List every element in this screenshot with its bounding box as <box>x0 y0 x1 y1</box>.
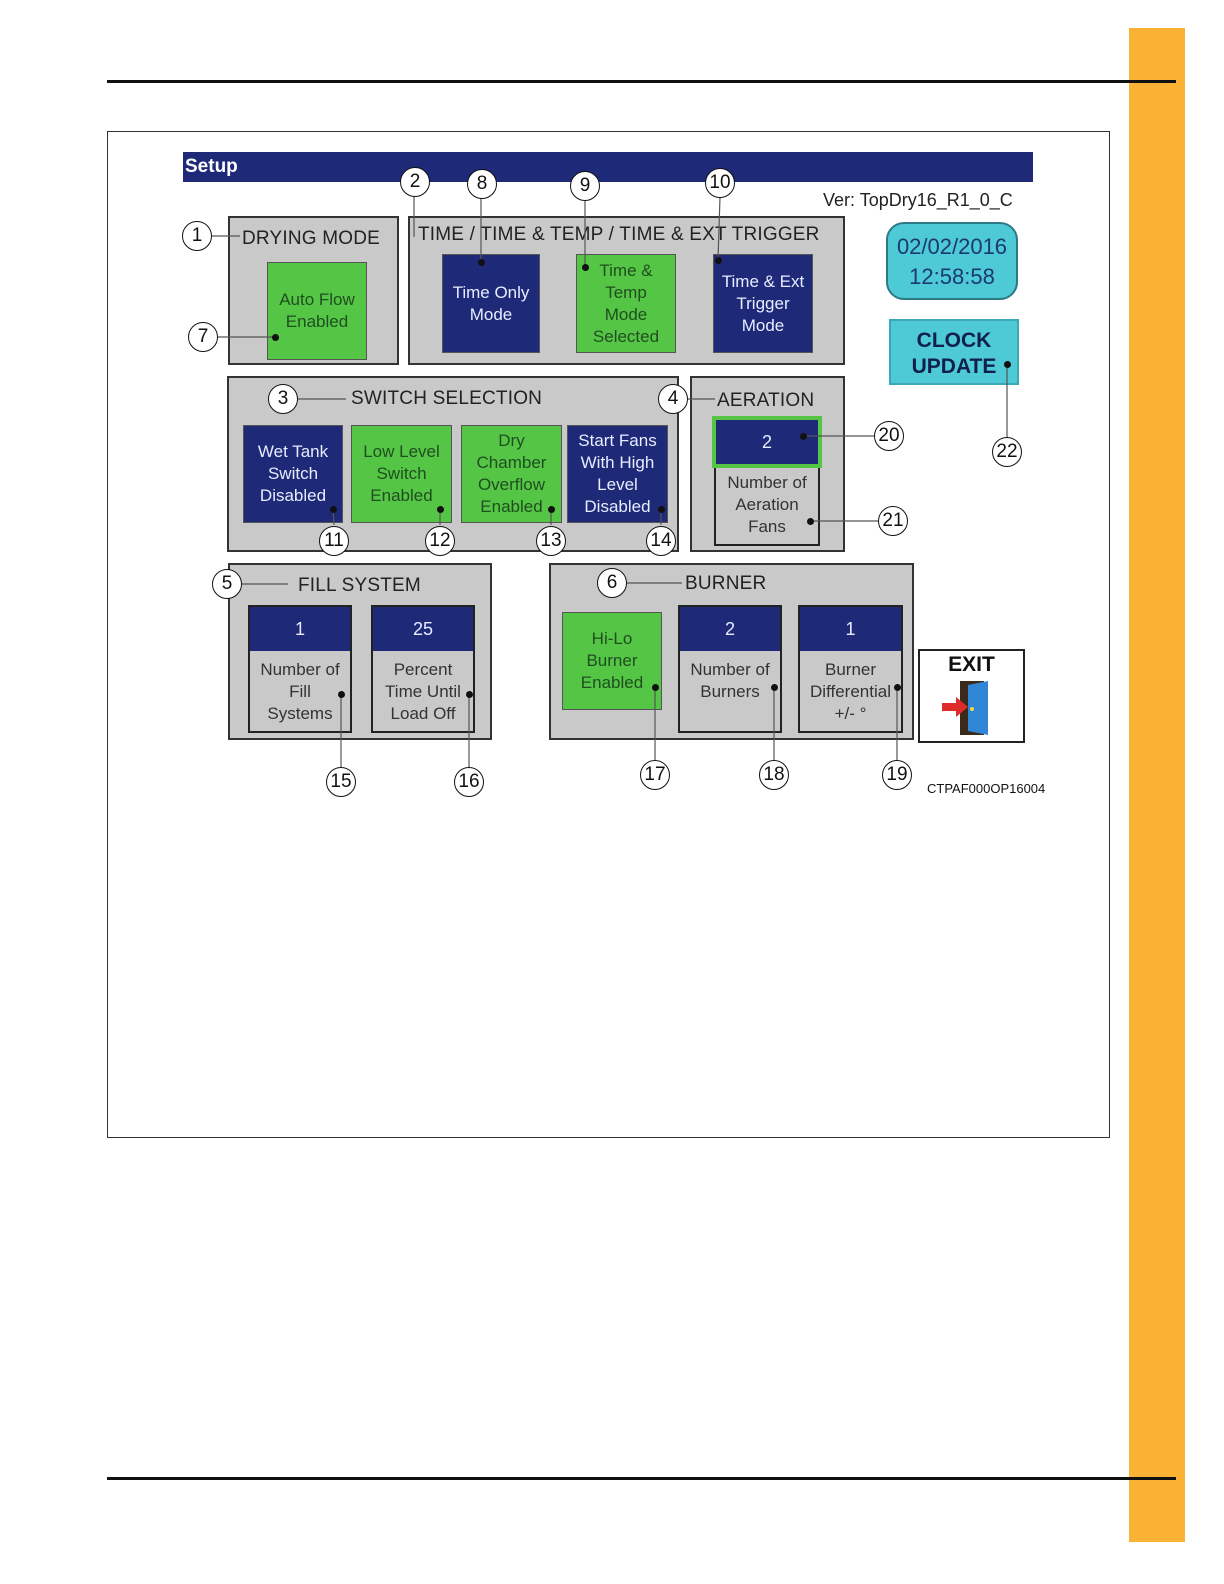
callout-6: 6 <box>597 568 627 598</box>
aeration-title: AERATION <box>717 390 815 411</box>
callout-1: 1 <box>182 221 212 251</box>
drying-mode-panel: DRYING MODE Auto Flow Enabled <box>228 216 399 365</box>
auto-flow-button[interactable]: Auto Flow Enabled <box>267 262 367 360</box>
aeration-panel: AERATION 2 Number of Aeration Fans <box>690 376 845 552</box>
start-fans-high-level-button[interactable]: Start Fans With High Level Disabled <box>567 425 668 523</box>
version-label: Ver: TopDry16_R1_0_C <box>823 190 1013 210</box>
exit-door-icon <box>942 681 988 735</box>
callout-4: 4 <box>658 384 688 414</box>
callout-17: 17 <box>640 760 670 790</box>
setup-screen: Setup Ver: TopDry16_R1_0_C DRYING MODE A… <box>183 152 1033 750</box>
callout-7: 7 <box>188 322 218 352</box>
callout-22: 22 <box>992 437 1022 467</box>
time-ext-trigger-mode-button[interactable]: Time & Ext Trigger Mode <box>713 254 813 353</box>
callout-dot <box>652 684 659 691</box>
callout-20: 20 <box>874 421 904 451</box>
fill-systems-field: 1 Number of Fill Systems <box>248 605 352 733</box>
callout-dot <box>1004 361 1011 368</box>
callout-dot <box>771 684 778 691</box>
percent-time-label: Percent Time Until Load Off <box>385 660 461 723</box>
callout-2: 2 <box>400 167 430 197</box>
callout-dot <box>715 257 722 264</box>
callout-8: 8 <box>467 169 497 199</box>
exit-label: EXIT <box>948 653 995 676</box>
callout-dot <box>330 506 337 513</box>
burner-title: BURNER <box>685 573 767 594</box>
dry-chamber-overflow-button[interactable]: Dry Chamber Overflow Enabled <box>461 425 562 523</box>
callout-13: 13 <box>536 526 566 556</box>
callout-dot <box>582 264 589 271</box>
callout-dot <box>272 334 279 341</box>
switch-selection-title: SWITCH SELECTION <box>351 388 543 409</box>
time-mode-panel: TIME / TIME & TEMP / TIME & EXT TRIGGER … <box>408 216 845 365</box>
window-title: Setup <box>183 152 1033 182</box>
burner-differential-label: Burner Differential +/- ° <box>810 660 891 723</box>
burner-differential-field: 1 Burner Differential +/- ° <box>798 605 903 733</box>
callout-dot <box>658 506 665 513</box>
time-mode-title: TIME / TIME & TEMP / TIME & EXT TRIGGER <box>418 224 820 245</box>
callout-11: 11 <box>319 526 349 556</box>
callout-5: 5 <box>212 569 242 599</box>
time-temp-mode-button[interactable]: Time & Temp Mode Selected <box>576 254 676 353</box>
percent-time-field: 25 Percent Time Until Load Off <box>371 605 475 733</box>
aeration-fans-label: Number of Aeration Fans <box>727 473 807 536</box>
callout-15: 15 <box>326 767 356 797</box>
figure-code: CTPAF000OP16004 <box>927 781 1046 796</box>
aeration-fans-input[interactable]: 2 <box>712 416 822 468</box>
number-of-burners-label: Number of Burners <box>690 660 770 701</box>
number-of-burners-field: 2 Number of Burners <box>678 605 782 733</box>
fill-system-title: FILL SYSTEM <box>298 575 421 596</box>
callout-dot <box>338 691 345 698</box>
fill-system-panel: FILL SYSTEM 1 Number of Fill Systems 25 … <box>228 563 492 740</box>
number-of-burners-input[interactable]: 2 <box>680 607 780 651</box>
switch-selection-panel: SWITCH SELECTION Wet Tank Switch Disable… <box>227 376 679 552</box>
callout-dot <box>800 433 807 440</box>
callout-dot <box>807 518 814 525</box>
callout-12: 12 <box>425 526 455 556</box>
callout-9: 9 <box>570 171 600 201</box>
callout-18: 18 <box>759 760 789 790</box>
fill-systems-input[interactable]: 1 <box>250 607 350 651</box>
clock-date: 02/02/2016 <box>896 234 1008 259</box>
wet-tank-switch-button[interactable]: Wet Tank Switch Disabled <box>243 425 343 523</box>
callout-10: 10 <box>705 168 735 198</box>
page-edge-tab <box>1129 28 1185 1542</box>
low-level-switch-button[interactable]: Low Level Switch Enabled <box>351 425 452 523</box>
burner-differential-input[interactable]: 1 <box>800 607 901 651</box>
callout-dot <box>548 506 555 513</box>
figure-frame <box>107 131 1110 1138</box>
drying-mode-title: DRYING MODE <box>242 228 381 249</box>
callout-dot <box>437 506 444 513</box>
hi-lo-burner-button[interactable]: Hi-Lo Burner Enabled <box>562 612 662 710</box>
callout-dot <box>894 684 901 691</box>
callout-21: 21 <box>878 506 908 536</box>
exit-button[interactable]: EXIT <box>918 649 1025 743</box>
callout-14: 14 <box>646 526 676 556</box>
callout-16: 16 <box>454 767 484 797</box>
clock-display: 02/02/2016 12:58:58 <box>886 222 1018 300</box>
header-rule <box>107 80 1176 83</box>
callout-3: 3 <box>268 384 298 414</box>
time-only-mode-button[interactable]: Time Only Mode <box>442 254 540 353</box>
fill-systems-label: Number of Fill Systems <box>260 660 340 723</box>
clock-update-button[interactable]: CLOCK UPDATE <box>889 319 1019 385</box>
callout-dot <box>466 691 473 698</box>
callout-dot <box>478 259 485 266</box>
callout-19: 19 <box>882 760 912 790</box>
clock-time: 12:58:58 <box>909 264 995 289</box>
percent-time-input[interactable]: 25 <box>373 607 473 651</box>
footer-rule <box>107 1477 1176 1480</box>
